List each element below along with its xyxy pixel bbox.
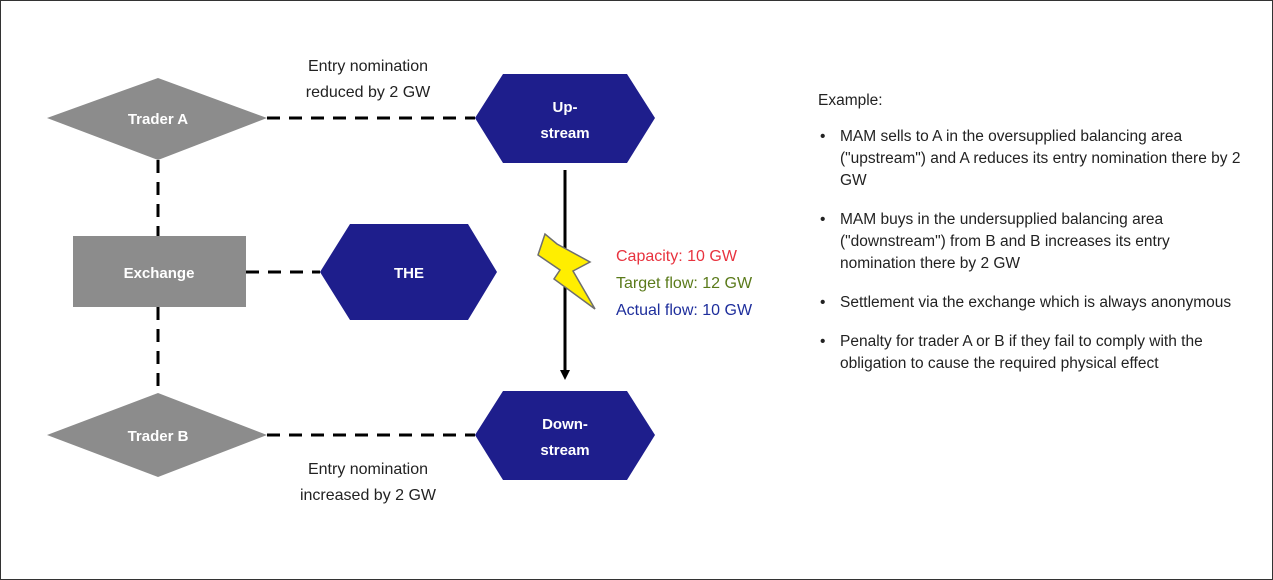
bullet-text: MAM buys in the undersupplied balancing … (840, 211, 1170, 272)
downstream-label-line-2: stream (540, 442, 589, 459)
trader-a-label: Trader A (128, 111, 188, 128)
trader-b-node: Trader B (47, 393, 267, 477)
upstream-label-line-2: stream (540, 125, 589, 142)
flow-diagram: Trader A Exchange Trader B Up- stream TH… (47, 58, 753, 504)
bullet-dot-icon: • (820, 333, 826, 350)
capacity-label: Capacity: 10 GW (616, 248, 738, 265)
bullet-text: MAM sells to A in the oversupplied balan… (840, 128, 1241, 189)
the-label: THE (394, 265, 424, 282)
trader-b-label: Trader B (128, 428, 189, 445)
bullet-text: Settlement via the exchange which is alw… (840, 294, 1232, 311)
entry-reduced-line-1: Entry nomination (308, 58, 428, 75)
upstream-hexagon (475, 74, 655, 163)
bullet-item: • MAM buys in the undersupplied balancing… (818, 209, 1248, 275)
bullet-item: • MAM sells to A in the oversupplied bala… (818, 126, 1248, 192)
bullet-item: • Settlement via the exchange which is al… (818, 292, 1248, 314)
exchange-node: Exchange (73, 236, 246, 307)
bullet-dot-icon: • (820, 294, 826, 311)
entry-reduced-line-2: reduced by 2 GW (306, 84, 431, 101)
lightning-bolt-icon (537, 232, 596, 310)
upstream-label-line-1: Up- (553, 99, 578, 116)
example-panel: Example: • MAM sells to A in the oversupp… (818, 92, 1248, 392)
target-flow-label: Target flow: 12 GW (616, 275, 753, 292)
the-hexagon (320, 224, 497, 320)
trader-a-diamond (47, 78, 267, 160)
dashed-connectors (156, 116, 475, 437)
entry-increased-line-2: increased by 2 GW (300, 487, 437, 504)
trader-b-diamond (47, 393, 267, 477)
downstream-hexagon (475, 391, 655, 480)
panel-title: Example: (818, 92, 883, 109)
entry-increased-line-1: Entry nomination (308, 461, 428, 478)
downstream-node: Down- stream (475, 391, 655, 480)
bullet-dot-icon: • (820, 128, 826, 145)
example-bullet-list: • MAM sells to A in the oversupplied bala… (818, 126, 1248, 375)
actual-flow-label: Actual flow: 10 GW (616, 302, 753, 319)
bullet-item: • Penalty for trader A or B if they fail … (818, 331, 1248, 375)
upstream-node: Up- stream (475, 74, 655, 163)
exchange-box (73, 236, 246, 307)
the-node: THE (320, 224, 497, 320)
bullet-text: Penalty for trader A or B if they fail t… (840, 333, 1203, 372)
bullet-dot-icon: • (820, 211, 826, 228)
downstream-label-line-1: Down- (542, 416, 588, 433)
trader-a-node: Trader A (47, 78, 267, 160)
exchange-label: Exchange (124, 265, 195, 282)
